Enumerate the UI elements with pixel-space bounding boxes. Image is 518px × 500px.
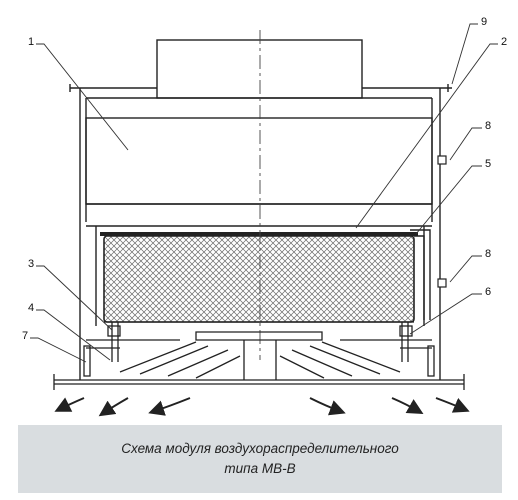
sensor-upper <box>437 155 447 165</box>
outer-housing <box>79 88 441 380</box>
callout-5: 5 <box>485 158 491 170</box>
leader-line-9 <box>451 23 478 85</box>
leader-line-3 <box>36 265 113 331</box>
caption-line-1: Схема модуля воздухораспределительного <box>121 441 399 456</box>
plenum-chamber <box>85 117 433 205</box>
clamp-right <box>399 325 413 337</box>
technical-drawing: 1 9 2 8 5 8 3 6 4 7 <box>22 16 507 417</box>
leader-line-2 <box>355 43 498 229</box>
callout-7: 7 <box>22 330 28 342</box>
diffuser-blades <box>119 341 401 379</box>
bottom-sill <box>54 379 464 385</box>
callout-9: 9 <box>481 16 487 28</box>
clamp-left <box>107 325 121 337</box>
leader-line-8a <box>449 127 482 161</box>
lower-frame <box>104 321 414 362</box>
caption-box: Схема модуля воздухораспределительного т… <box>18 425 502 493</box>
diffuser-top <box>195 331 323 341</box>
callout-2: 2 <box>501 36 507 48</box>
airflow-arrow <box>309 397 346 416</box>
side-post-right <box>427 345 435 377</box>
filter-block <box>103 235 415 323</box>
callout-3: 3 <box>28 258 34 270</box>
callout-4: 4 <box>28 302 34 314</box>
airflow-arrow <box>54 397 85 412</box>
callout-8: 8 <box>485 248 491 260</box>
distribution-plate <box>86 203 432 227</box>
sensor-lower <box>437 278 447 288</box>
leader-line-6 <box>409 293 482 335</box>
leader-line-8b <box>449 255 482 283</box>
duct-connection <box>156 39 363 99</box>
leader-line-4 <box>36 309 111 361</box>
leader-line-7 <box>30 337 87 363</box>
callout-8: 8 <box>485 120 491 132</box>
airflow-arrow <box>391 397 424 414</box>
caption-line-2: типа МВ-В <box>224 461 296 476</box>
airflow-arrow <box>148 397 191 416</box>
callout-1: 1 <box>28 36 34 48</box>
leader-line-5 <box>415 165 482 235</box>
leader-line-1 <box>36 43 129 151</box>
airflow-arrow <box>435 397 470 413</box>
airflow-arrow <box>98 397 129 417</box>
callout-6: 6 <box>485 286 491 298</box>
